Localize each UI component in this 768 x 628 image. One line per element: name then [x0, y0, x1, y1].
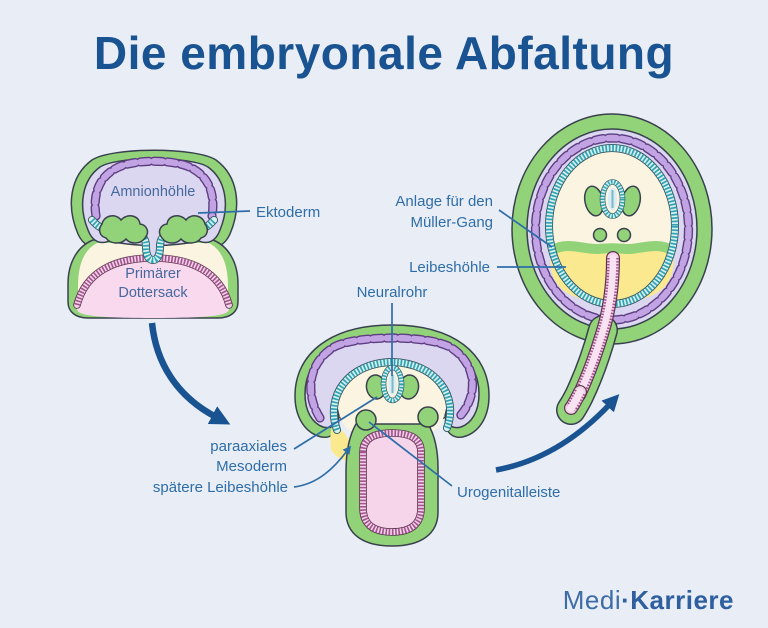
stage3-yolk-bulb-core — [567, 388, 584, 412]
stage2-urogenital-ridge-left — [355, 409, 377, 431]
stage1-mesoderm-right — [158, 215, 209, 244]
pointer-urogenitalleiste — [368, 421, 453, 487]
label-urogenitalleiste: Urogenitalleiste — [457, 484, 560, 501]
stage2-urogenital-ridge-right — [417, 406, 439, 428]
stage1-mesoderm-left — [98, 215, 149, 244]
arrow-stage2-to-stage3 — [495, 394, 620, 473]
label-anlage-fuer-den: Anlage für den — [395, 193, 493, 210]
stage3-gut-band — [548, 240, 676, 255]
arrow-stage1-to-stage2 — [148, 322, 231, 425]
pointer-ektoderm — [197, 210, 251, 214]
stage1-yolk-sac — [77, 259, 229, 318]
label-mesoderm: Mesoderm — [216, 458, 287, 475]
embryo-stage-2: Neuralrohr paraaxiales Mesoderm spätere … — [153, 284, 560, 547]
label-spaetere-leibeshoehle: spätere Leibeshöhle — [153, 479, 288, 496]
brand-logo-separator: · — [621, 585, 631, 615]
label-dottersack: Dottersack — [118, 285, 188, 301]
brand-logo: Medi·Karriere — [563, 585, 734, 616]
brand-logo-part1: Medi — [562, 585, 622, 615]
label-amnionhoehle: Amnionhöhle — [111, 184, 196, 200]
label-leibeshoehle: Leibeshöhle — [409, 259, 490, 276]
pointer-paraaxiales-mesoderm — [293, 396, 378, 450]
embryo-stage-3: Anlage für den Müller-Gang Leibeshöhle — [395, 113, 713, 412]
label-paraaxiales: paraaxiales — [210, 438, 287, 455]
stage2-yolk-sac — [363, 433, 421, 532]
pointer-spaetere-leibeshoehle — [293, 445, 352, 488]
embryo-stage-1: Amnionhöhle Primärer Dottersack Ektoderm — [67, 149, 320, 319]
label-mueller-gang: Müller-Gang — [410, 214, 493, 231]
brand-logo-part2: Karriere — [630, 585, 734, 615]
label-primaerer: Primärer — [125, 266, 181, 282]
page-title: Die embryonale Abfaltung — [93, 27, 675, 79]
label-ektoderm: Ektoderm — [256, 204, 320, 221]
stage3-ridge-right — [616, 227, 632, 243]
stage3-ridge-left — [592, 227, 608, 243]
label-neuralrohr: Neuralrohr — [357, 284, 428, 301]
pointer-anlage-mueller-gang — [498, 209, 553, 248]
